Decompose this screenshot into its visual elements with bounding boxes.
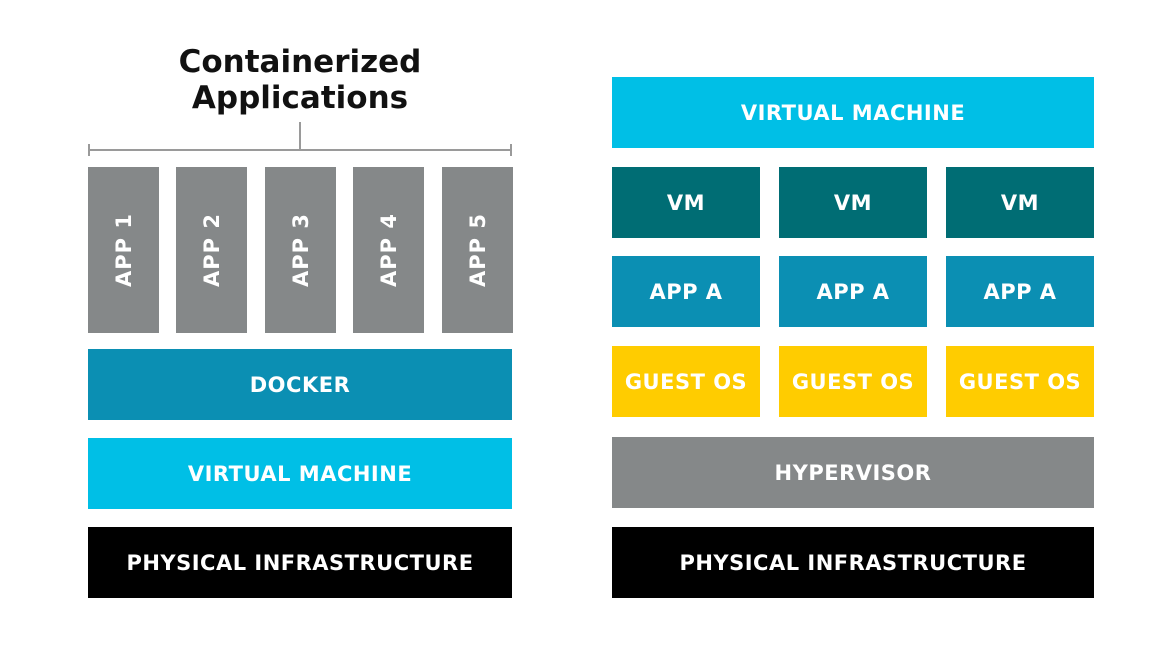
app-4-block: APP 4 bbox=[353, 167, 424, 333]
vm-3-block: VM bbox=[946, 167, 1094, 238]
app-a-1-block: APP A bbox=[612, 256, 760, 327]
app-3-block: APP 3 bbox=[265, 167, 336, 333]
app-5-block: APP 5 bbox=[442, 167, 513, 333]
guest-os-2-block: GUEST OS bbox=[779, 346, 927, 417]
bracket-right-end bbox=[510, 144, 512, 156]
bracket-stem bbox=[299, 122, 301, 150]
app-a-2-block: APP A bbox=[779, 256, 927, 327]
bracket-bar bbox=[88, 149, 512, 151]
title-line-2: Applications bbox=[191, 80, 409, 116]
docker-layer: DOCKER bbox=[88, 349, 512, 420]
bracket-left-end bbox=[88, 144, 90, 156]
app-1-label: APP 1 bbox=[111, 213, 136, 287]
vm-2-block: VM bbox=[779, 167, 927, 238]
right-virtual-machine-layer: VIRTUAL MACHINE bbox=[612, 77, 1094, 148]
guest-os-1-block: GUEST OS bbox=[612, 346, 760, 417]
hypervisor-layer: HYPERVISOR bbox=[612, 437, 1094, 508]
app-5-label: APP 5 bbox=[465, 213, 490, 287]
title-line-1: Containerized bbox=[178, 44, 422, 80]
left-virtual-machine-layer: VIRTUAL MACHINE bbox=[88, 438, 512, 509]
containerized-applications-title: Containerized Applications bbox=[88, 44, 512, 116]
app-1-block: APP 1 bbox=[88, 167, 159, 333]
app-4-label: APP 4 bbox=[376, 213, 401, 287]
guest-os-3-block: GUEST OS bbox=[946, 346, 1094, 417]
vm-1-block: VM bbox=[612, 167, 760, 238]
app-2-block: APP 2 bbox=[176, 167, 247, 333]
app-a-3-block: APP A bbox=[946, 256, 1094, 327]
left-physical-infrastructure-layer: PHYSICAL INFRASTRUCTURE bbox=[88, 527, 512, 598]
right-physical-infrastructure-layer: PHYSICAL INFRASTRUCTURE bbox=[612, 527, 1094, 598]
app-3-label: APP 3 bbox=[288, 213, 313, 287]
app-2-label: APP 2 bbox=[199, 213, 224, 287]
